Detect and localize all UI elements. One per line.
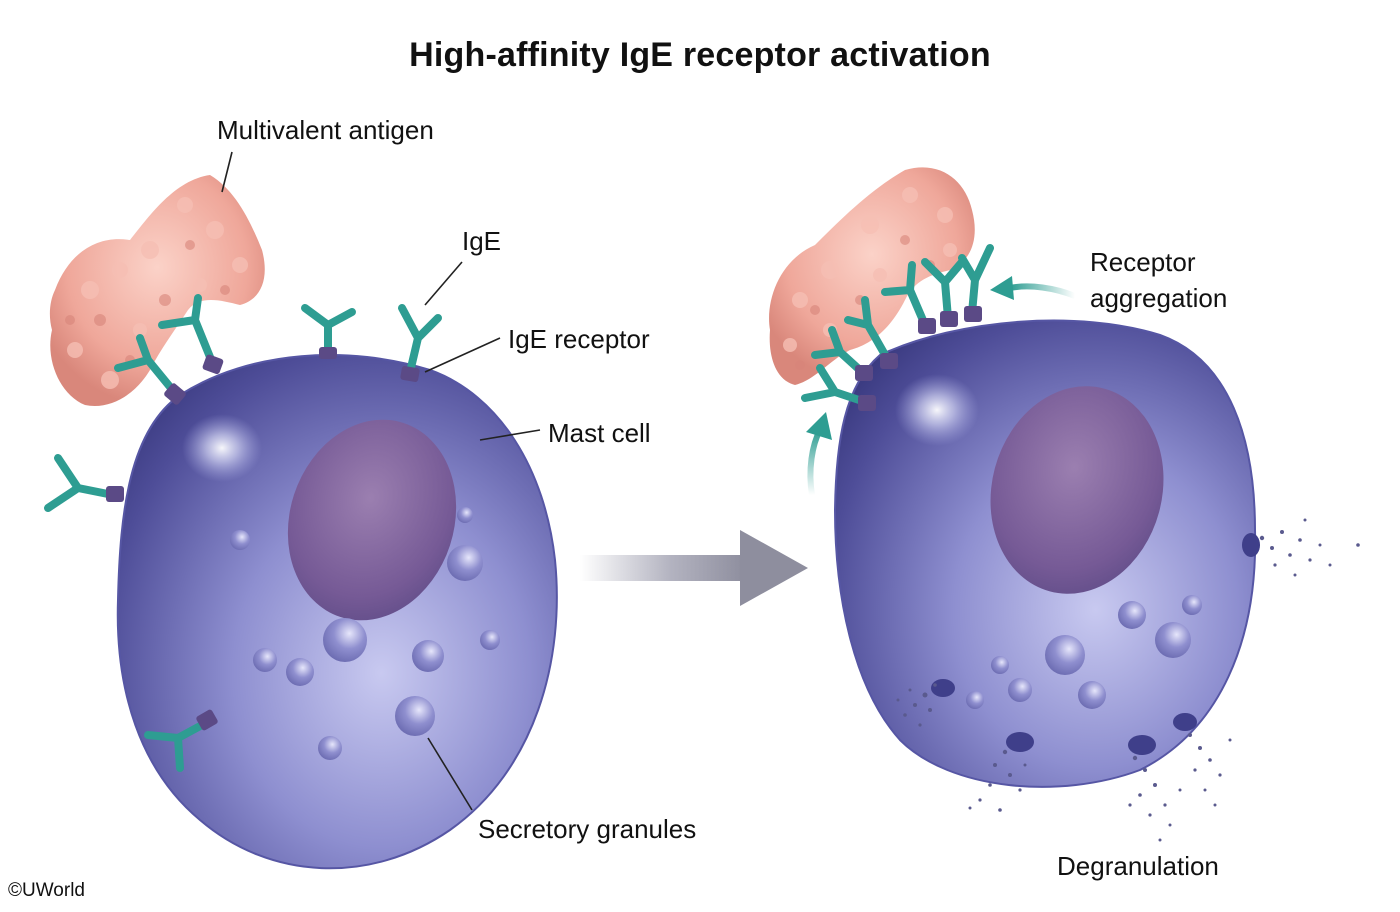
label-degranulation: Degranulation (1057, 851, 1219, 881)
leader-ige-receptor (424, 337, 501, 373)
label-receptor-aggregation-line1: Receptor (1090, 247, 1196, 277)
multivalent-antigen-left (49, 175, 265, 406)
label-ige-receptor: IgE receptor (508, 324, 650, 354)
leader-mast-cell (479, 429, 541, 441)
label-ige: IgE (462, 226, 502, 256)
ige-antibody-aggregated-3 (844, 296, 898, 369)
ige-antibody-free-2 (398, 304, 442, 382)
mast-cell-right (833, 319, 1260, 788)
ige-antibody-aggregated-5 (921, 258, 966, 327)
ige-antibody-free-1 (301, 304, 356, 359)
ige-antibody-aggregated-4 (881, 261, 936, 334)
ige-antibody-bound-2 (158, 294, 224, 375)
receptor-movement-arrow-left (990, 276, 1077, 300)
nucleus (287, 419, 457, 621)
ige-receptor-complex-left (44, 294, 442, 772)
highlight-glint (895, 374, 979, 446)
label-receptor-aggregation-line2: aggregation (1090, 283, 1228, 313)
label-multivalent-antigen: Multivalent antigen (217, 115, 434, 145)
degranulation-pores (931, 533, 1260, 755)
nucleus (990, 386, 1164, 594)
ige-antibody-bound-1 (114, 334, 186, 405)
released-granule-particles (896, 518, 1360, 842)
ige-antibody-aggregated-2 (811, 326, 873, 381)
leader-granules (427, 737, 473, 811)
ige-antibody-free-4 (144, 709, 218, 772)
ige-antibody-aggregated-1 (801, 364, 876, 411)
multivalent-antigen-right (769, 167, 975, 385)
leader-lines (221, 151, 541, 811)
leader-antigen (221, 151, 233, 193)
mast-cell-left (116, 354, 558, 870)
progression-arrow (580, 530, 808, 606)
secretory-granules-left (230, 507, 500, 760)
receptor-movement-arrow-up (806, 412, 832, 496)
leader-ige (424, 261, 463, 306)
ige-antibody-aggregated-6 (958, 244, 994, 322)
highlight-glint (182, 414, 262, 482)
secretory-granules-right (966, 595, 1202, 709)
label-secretory-granules: Secretory granules (478, 814, 697, 844)
label-mast-cell: Mast cell (548, 418, 651, 448)
ige-antibody-free-3 (44, 454, 124, 512)
figure-title: High-affinity IgE receptor activation (409, 36, 991, 74)
copyright-notice: ©UWorld (8, 880, 85, 901)
aggregated-receptors-right (801, 244, 994, 411)
